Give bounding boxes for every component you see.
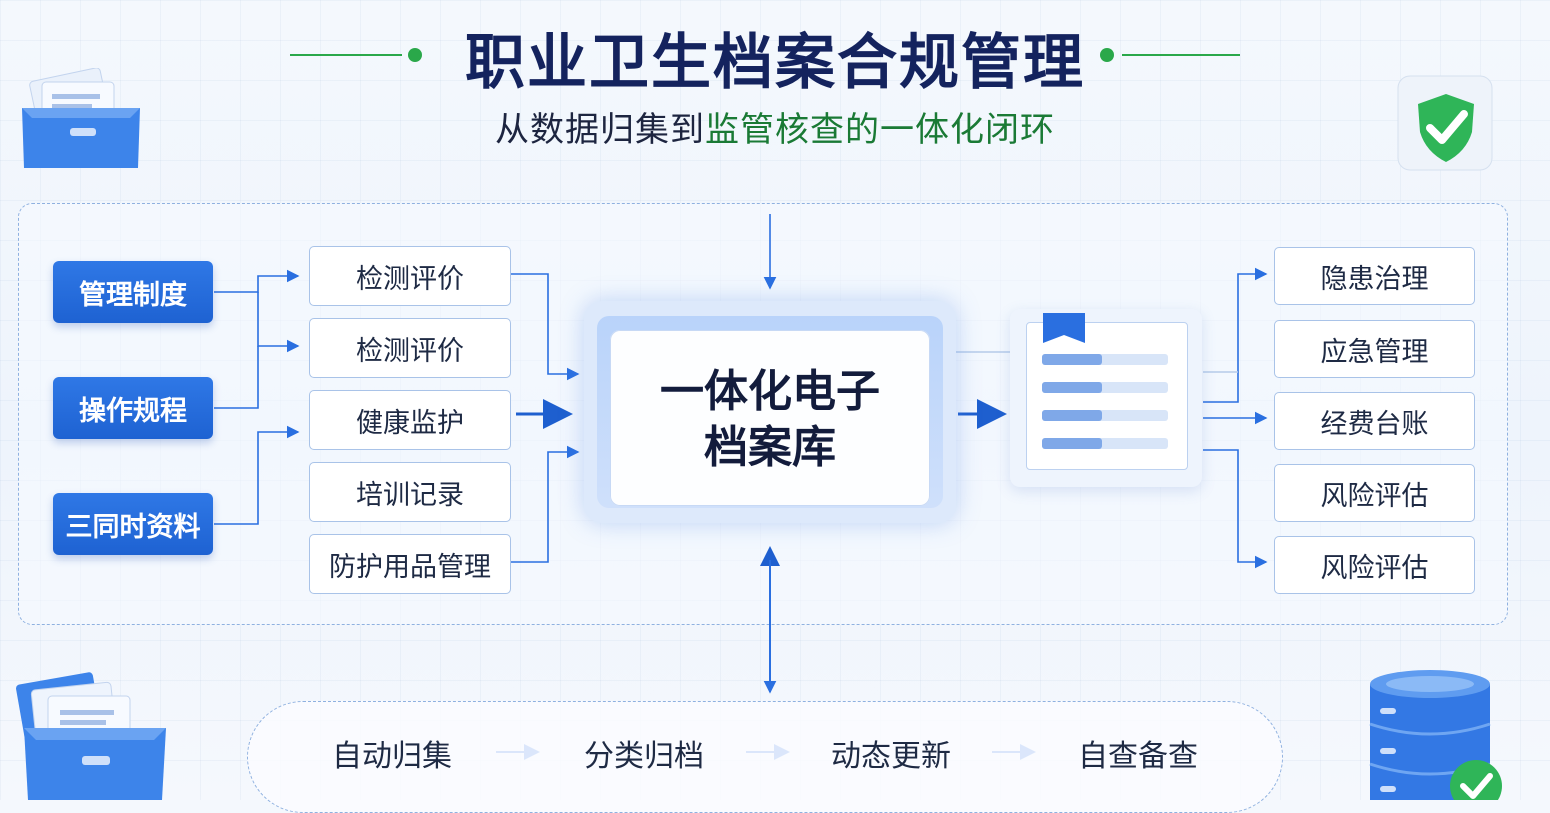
document-line [1042,354,1168,365]
output-box-expense-ledger[interactable]: 经费台账 [1274,392,1475,450]
file-box-icon [16,672,166,800]
output-box-emergency-management[interactable]: 应急管理 [1274,320,1475,378]
document-line [1042,410,1168,421]
central-archive-label: 一体化电子 档案库 [610,364,930,476]
process-step-auto-collect: 自动归集 [332,739,452,774]
central-archive-card[interactable] [610,330,930,506]
record-box-ppe-management[interactable]: 防护用品管理 [309,534,511,594]
output-box-risk-assessment-2[interactable]: 风险评估 [1274,536,1475,594]
process-step-dynamic-update: 动态更新 [831,739,951,774]
central-archive-line1: 一体化电子 [660,366,880,417]
shield-check-icon [1397,75,1493,171]
central-archive-line2: 档案库 [704,422,836,473]
page-title: 职业卫生档案合规管理 [465,28,1085,98]
source-management-system[interactable]: 管理制度 [53,261,213,323]
title-decoration-right-line [1122,54,1240,56]
process-step-self-check: 自查备查 [1078,739,1198,774]
output-box-risk-assessment[interactable]: 风险评估 [1274,464,1475,522]
page-subtitle: 从数据归集到监管核查的一体化闭环 [0,102,1550,151]
database-icon [1369,670,1502,800]
document-line [1042,438,1168,449]
process-step-classify-archive: 分类归档 [584,739,704,774]
subtitle-part1: 从数据归集到 [495,110,705,150]
record-box-testing-evaluation-2[interactable]: 检测评价 [309,318,511,378]
record-box-training-records[interactable]: 培训记录 [309,462,511,522]
subtitle-part2: 监管核查的一体化闭环 [705,110,1055,150]
source-operating-procedures[interactable]: 操作规程 [53,377,213,439]
document-line [1042,382,1168,393]
output-box-hazard-remediation[interactable]: 隐患治理 [1274,247,1475,305]
source-three-simultaneous-docs[interactable]: 三同时资料 [53,493,213,555]
bookmark-icon [1043,313,1085,343]
record-box-health-monitoring[interactable]: 健康监护 [309,390,511,450]
file-box-icon [22,68,140,168]
process-flow-bar [247,701,1283,813]
record-box-testing-evaluation[interactable]: 检测评价 [309,246,511,306]
title-decoration-left-line [290,54,402,56]
title-decoration-right-dot [1100,48,1114,62]
title-decoration-left-dot [408,48,422,62]
